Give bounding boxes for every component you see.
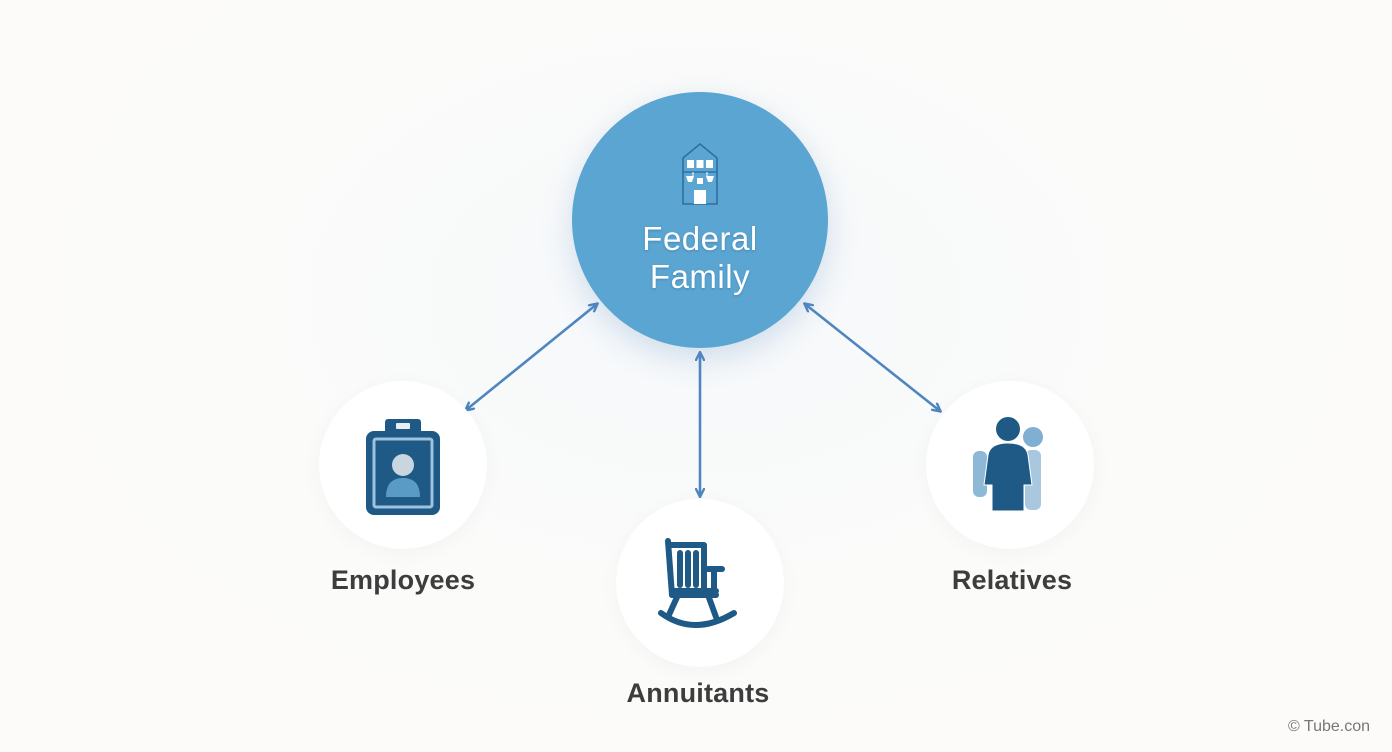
- rocking-chair-icon: [658, 538, 737, 628]
- annuitants-label: Annuitants: [626, 678, 770, 708]
- arrow-hub-employees: [466, 304, 597, 410]
- hub-title-line2: Family: [649, 258, 751, 295]
- id-badge-icon: [366, 419, 440, 515]
- federal-family-hub: Federal Family: [572, 92, 828, 348]
- government-building-icon: [682, 142, 718, 205]
- relatives-node: [926, 381, 1094, 549]
- employees-node: [319, 381, 487, 549]
- watermark: © Tube.con: [1287, 718, 1370, 735]
- hub-title: Federal Family: [642, 220, 757, 296]
- annuitants-node: [616, 499, 784, 667]
- relatives-label: Relatives: [951, 565, 1073, 595]
- arrow-hub-relatives: [805, 304, 940, 411]
- employees-label: Employees: [330, 565, 476, 595]
- hub-title-line1: Federal: [642, 220, 758, 257]
- family-people-icon: [973, 417, 1043, 512]
